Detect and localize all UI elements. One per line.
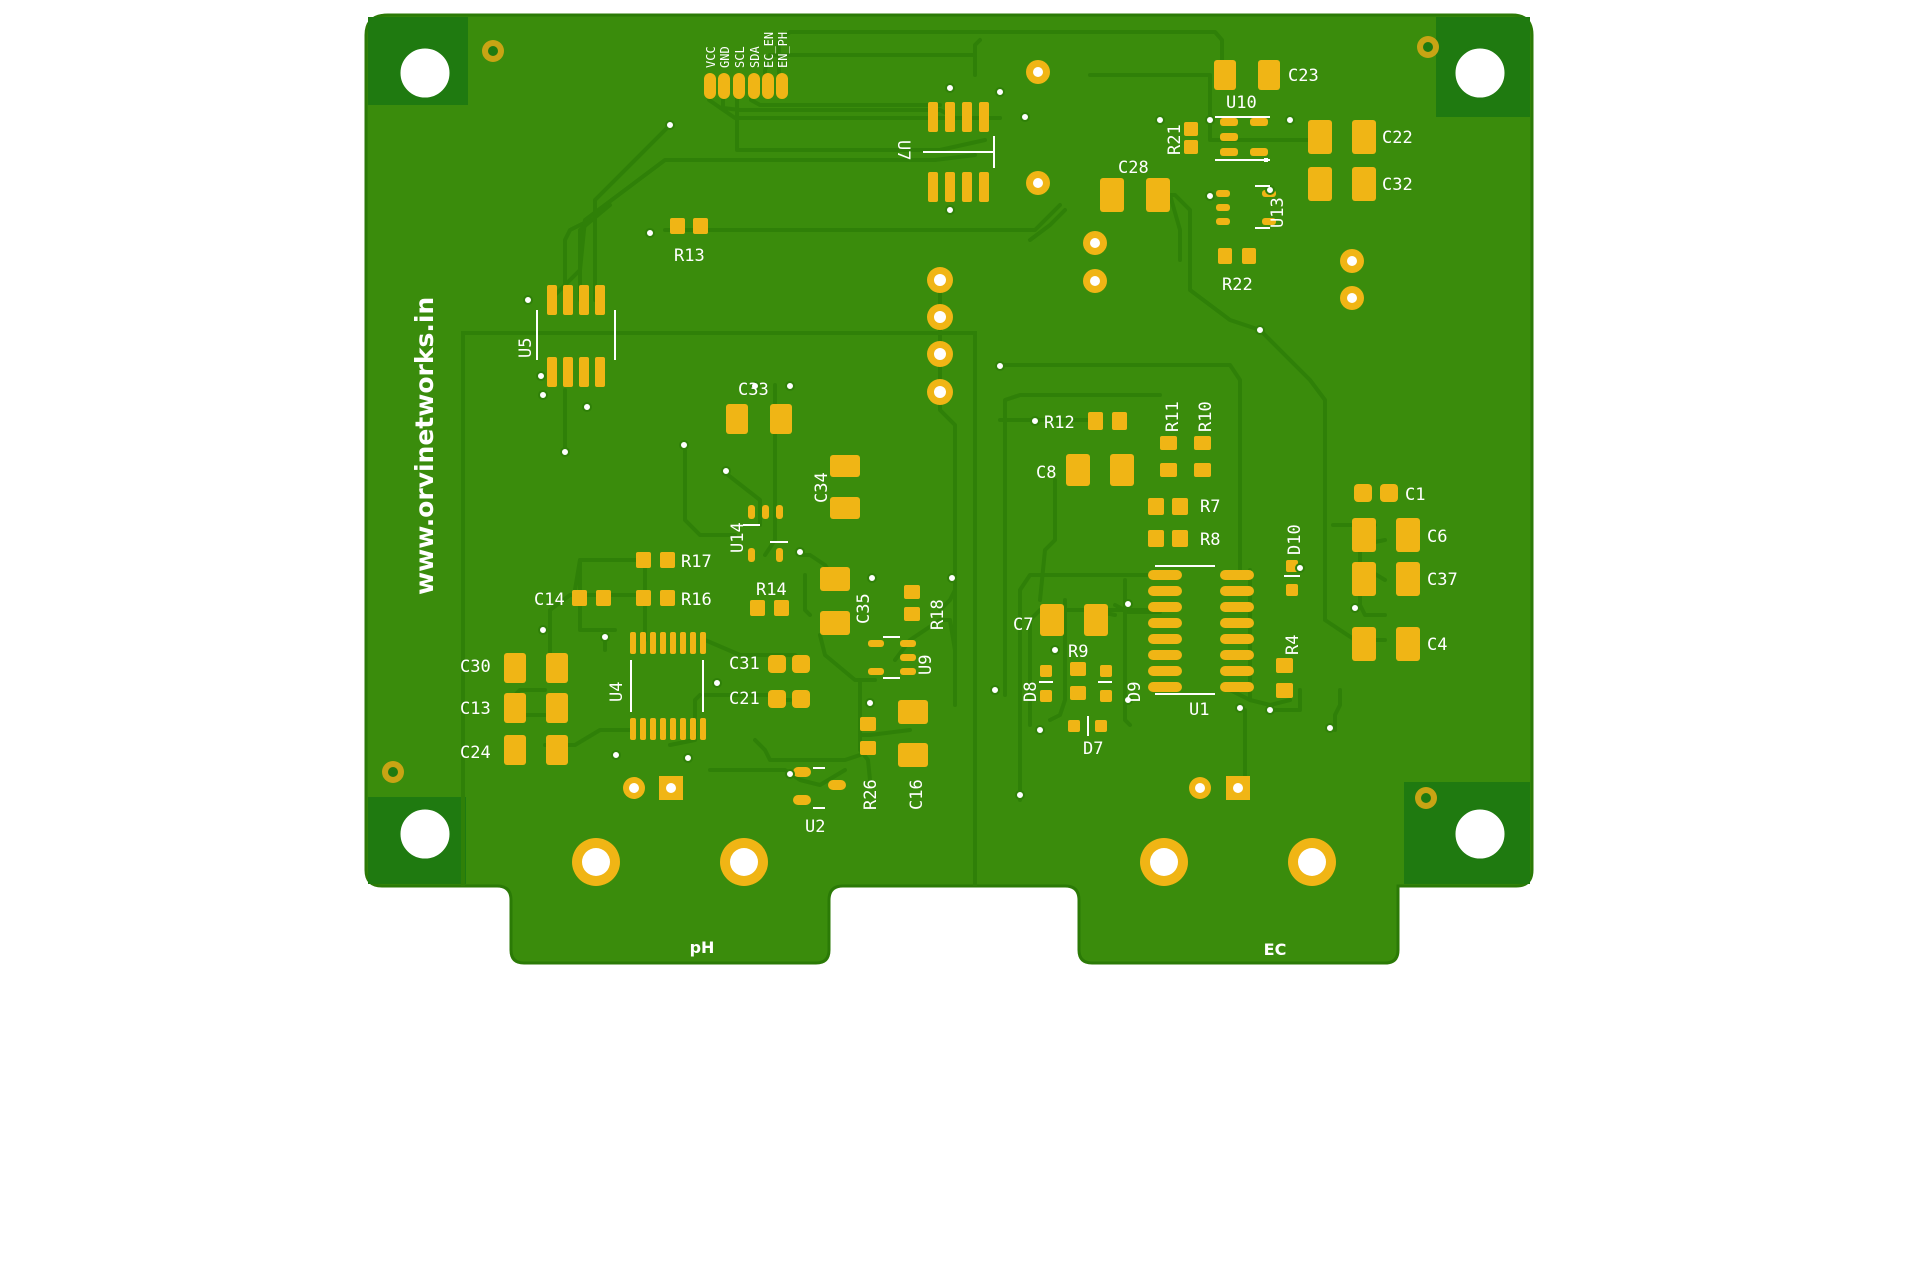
refdes-u1: U1 bbox=[1189, 700, 1209, 720]
refdes-u2: U2 bbox=[805, 817, 825, 837]
refdes-c7: C7 bbox=[1013, 615, 1033, 635]
refdes-c22: C22 bbox=[1382, 128, 1413, 148]
refdes-r13: R13 bbox=[674, 246, 705, 266]
refdes-r14: R14 bbox=[756, 580, 787, 600]
refdes-r17: R17 bbox=[681, 552, 712, 572]
pin-label-gnd: GND bbox=[718, 46, 732, 68]
pin-label-ec-en: EC_EN bbox=[762, 32, 776, 68]
refdes-r10: R10 bbox=[1196, 401, 1216, 432]
refdes-c24: C24 bbox=[460, 743, 491, 763]
refdes-c32: C32 bbox=[1382, 175, 1413, 195]
refdes-d10: D10 bbox=[1285, 524, 1305, 555]
tht-pads bbox=[572, 60, 1364, 886]
fiducials bbox=[382, 36, 1439, 809]
refdes-c16: C16 bbox=[907, 779, 927, 810]
section-label-ec: EC bbox=[1264, 940, 1287, 959]
refdes-c31: C31 bbox=[729, 654, 760, 674]
refdes-r7: R7 bbox=[1200, 497, 1220, 517]
refdes-u4: U4 bbox=[607, 682, 627, 702]
refdes-u13: U13 bbox=[1268, 197, 1288, 228]
refdes-r21: R21 bbox=[1165, 124, 1185, 155]
section-label-ph: pH bbox=[690, 938, 715, 957]
refdes-r9: R9 bbox=[1068, 642, 1088, 662]
smd-pads bbox=[504, 60, 1420, 805]
refdes-c34: C34 bbox=[812, 472, 832, 503]
refdes-c35: C35 bbox=[854, 593, 874, 624]
refdes-u7: U7 bbox=[893, 140, 913, 160]
pin-label-scl: SCL bbox=[733, 46, 747, 68]
refdes-d7: D7 bbox=[1083, 739, 1103, 759]
refdes-r8: R8 bbox=[1200, 530, 1220, 550]
refdes-c1: C1 bbox=[1405, 485, 1425, 505]
pin-label-vcc: VCC bbox=[704, 46, 718, 68]
mounting-holes bbox=[397, 45, 1508, 862]
vias bbox=[523, 83, 1360, 800]
refdes-r12: R12 bbox=[1044, 413, 1075, 433]
plane-split bbox=[461, 331, 977, 886]
pin-label-en-ph: EN_PH bbox=[776, 32, 790, 68]
refdes-d8: D8 bbox=[1021, 682, 1041, 702]
silk-outlines bbox=[536, 116, 1300, 809]
refdes-r26: R26 bbox=[861, 779, 881, 810]
refdes-d9: D9 bbox=[1125, 682, 1145, 702]
pcb-outline bbox=[364, 13, 1534, 965]
refdes-c33: C33 bbox=[738, 380, 769, 400]
refdes-c4: C4 bbox=[1427, 635, 1447, 655]
silk-marker bbox=[1264, 158, 1268, 162]
refdes-c14: C14 bbox=[534, 590, 565, 610]
pin-label-sda: SDA bbox=[748, 46, 762, 68]
refdes-c23: C23 bbox=[1288, 66, 1319, 86]
refdes-labels: U7 U5 C23 U10 R21 C22 C32 C28 U13 R22 R1… bbox=[460, 66, 1458, 837]
refdes-u5: U5 bbox=[516, 338, 536, 358]
refdes-c8: C8 bbox=[1036, 463, 1056, 483]
refdes-c30: C30 bbox=[460, 657, 491, 677]
refdes-c28: C28 bbox=[1118, 158, 1149, 178]
refdes-r22: R22 bbox=[1222, 275, 1253, 295]
refdes-c21: C21 bbox=[729, 689, 760, 709]
header-labels: VCC GND SCL SDA EC_EN EN_PH bbox=[704, 32, 790, 68]
refdes-r11: R11 bbox=[1163, 401, 1183, 432]
refdes-r16: R16 bbox=[681, 590, 712, 610]
refdes-u9: U9 bbox=[916, 655, 936, 675]
refdes-u14: U14 bbox=[728, 522, 748, 553]
refdes-r4: R4 bbox=[1283, 635, 1303, 655]
refdes-c6: C6 bbox=[1427, 527, 1447, 547]
refdes-r18: R18 bbox=[928, 599, 948, 630]
website-label: www.orvinetworks.in bbox=[410, 297, 439, 595]
refdes-c13: C13 bbox=[460, 699, 491, 719]
refdes-u10: U10 bbox=[1226, 93, 1257, 113]
refdes-c37: C37 bbox=[1427, 570, 1458, 590]
